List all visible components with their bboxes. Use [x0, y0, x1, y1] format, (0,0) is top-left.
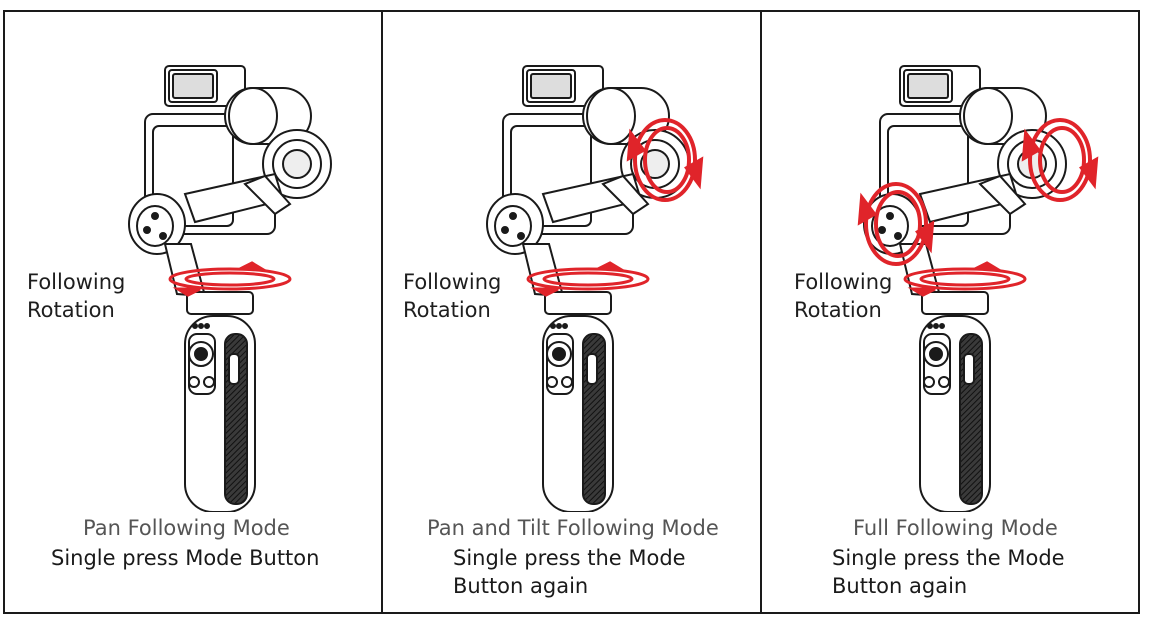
- following-rotation-label: Following Rotation: [27, 270, 126, 322]
- panel-pan-tilt-following: Following Rotation Pan and Tilt Followin…: [383, 12, 760, 612]
- mode-instruction: Single press Mode Button: [51, 546, 320, 570]
- panel-divider: [381, 10, 383, 614]
- mode-title: Pan and Tilt Following Mode: [427, 516, 719, 540]
- gimbal-illustration: [486, 65, 703, 512]
- gimbal-illustration: [128, 65, 332, 512]
- following-rotation-label: Following Rotation: [794, 270, 893, 322]
- panel-full-following: Following Rotation Full Following Mode S…: [762, 12, 1138, 612]
- mode-title: Full Following Mode: [853, 516, 1058, 540]
- following-rotation-label: Following Rotation: [403, 270, 502, 322]
- mode-instruction: Single press the Mode Button again: [453, 546, 686, 598]
- panel-pan-following: Following Rotation Pan Following Mode Si…: [5, 12, 381, 612]
- panel-divider: [760, 10, 762, 614]
- mode-instruction: Single press the Mode Button again: [832, 546, 1065, 598]
- gimbal-illustration: [858, 65, 1098, 512]
- mode-title: Pan Following Mode: [83, 516, 290, 540]
- diagram-frame: [3, 10, 1140, 614]
